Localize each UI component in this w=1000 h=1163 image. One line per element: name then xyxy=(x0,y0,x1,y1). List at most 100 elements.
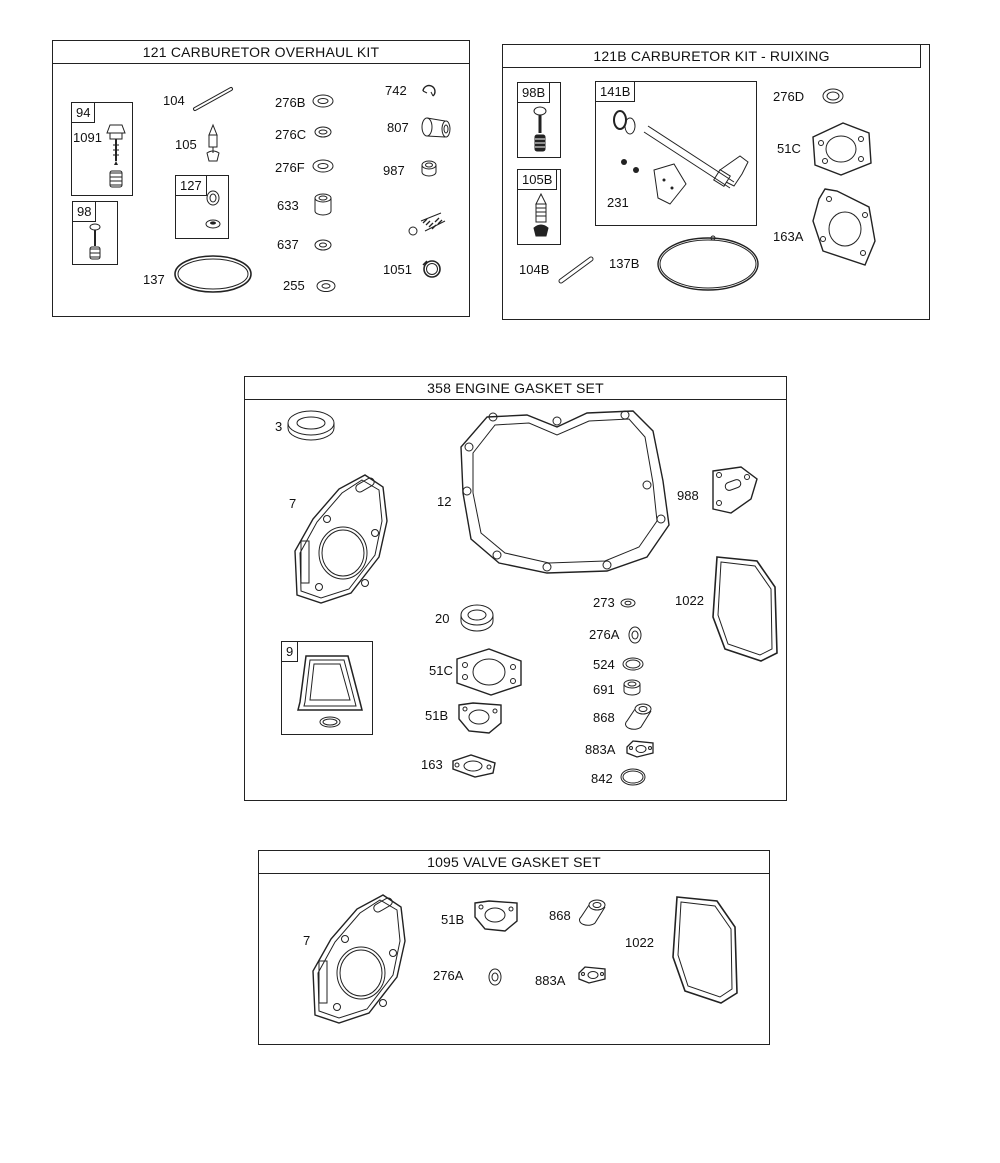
part-label-1022: 1022 xyxy=(625,935,654,950)
valve-cover-gasket-drawing xyxy=(709,553,781,665)
breather-gasket-988-drawing xyxy=(709,465,761,517)
carburetor-overhaul-kit-panel: 121 CARBURETOR OVERHAUL KIT 94 1091 98 1… xyxy=(52,40,470,317)
seat-and-washer-drawing xyxy=(200,184,226,236)
part-label-3: 3 xyxy=(275,419,283,434)
valve-cover-gasket-drawing xyxy=(669,893,741,1009)
bowl-gasket-drawing xyxy=(171,251,255,297)
sub-kit-141B: 141B xyxy=(595,81,757,226)
part-label-104: 104 xyxy=(163,93,185,108)
spring-and-ball-drawing xyxy=(405,209,447,237)
washer-276A-drawing xyxy=(627,625,643,645)
part-label-163A: 163A xyxy=(773,229,804,244)
part-label-51B: 51B xyxy=(425,708,449,723)
exhaust-gasket-163-drawing xyxy=(449,751,499,779)
part-label-7: 7 xyxy=(289,496,297,511)
sub-kit-127: 127 xyxy=(175,175,229,239)
part-label-104B: 104B xyxy=(519,262,550,277)
washer-276F-drawing xyxy=(311,158,335,174)
gasket-163A-drawing xyxy=(809,185,879,269)
clamp-1051-drawing xyxy=(420,257,444,281)
ring-524-drawing xyxy=(621,656,645,672)
cylinder-head-gasket-drawing xyxy=(291,471,391,607)
sub-kit-98B: 98B xyxy=(517,82,561,158)
float-needle-assembly-drawing xyxy=(102,121,130,191)
washer-637-drawing xyxy=(313,238,333,252)
seal-691-drawing xyxy=(621,677,643,699)
part-label-988: 988 xyxy=(677,488,699,503)
part-label-524: 524 xyxy=(593,657,615,672)
part-label-1091: 1091 xyxy=(73,130,102,145)
sub-kit-label: 127 xyxy=(176,176,207,196)
part-label-883A: 883A xyxy=(585,742,616,757)
panel-title: 121 CARBURETOR OVERHAUL KIT xyxy=(53,41,469,64)
intake-gasket-51B-drawing xyxy=(455,699,505,737)
part-label-883A: 883A xyxy=(535,973,566,988)
valve-seal-868-drawing xyxy=(623,701,655,733)
part-label-1022: 1022 xyxy=(675,593,704,608)
part-label-276F: 276F xyxy=(275,160,305,175)
part-label-868: 868 xyxy=(549,908,571,923)
part-label-842: 842 xyxy=(591,771,613,786)
sub-kit-label: 9 xyxy=(282,642,299,662)
float-needle-drawing xyxy=(530,192,552,242)
part-label-163: 163 xyxy=(421,757,443,772)
engine-gasket-set-panel: 358 ENGINE GASKET SET 3 7 12 988 1022 xyxy=(244,376,787,801)
panel-title: 1095 VALVE GASKET SET xyxy=(259,851,769,874)
part-label-20: 20 xyxy=(435,611,450,626)
washer-276B-drawing xyxy=(311,93,335,109)
gasket-883A-drawing xyxy=(575,963,609,985)
crankcase-gasket-drawing xyxy=(457,407,673,579)
part-label-137: 137 xyxy=(143,272,165,287)
part-label-255: 255 xyxy=(283,278,305,293)
hinge-pin-drawing xyxy=(191,85,235,113)
rocker-cover-gasket-drawing xyxy=(292,652,368,732)
mixture-screw-drawing xyxy=(528,105,552,155)
part-label-742: 742 xyxy=(385,83,407,98)
bushing-633-drawing xyxy=(313,193,333,217)
part-label-7: 7 xyxy=(303,933,311,948)
sub-kit-98: 98 xyxy=(72,201,118,265)
washer-273-drawing xyxy=(619,596,637,610)
part-label-137B: 137B xyxy=(609,256,640,271)
part-label-276D: 276D xyxy=(773,89,805,104)
washer-276A-drawing xyxy=(487,967,503,987)
throttle-shaft-assembly-drawing xyxy=(602,104,752,222)
sub-kit-label: 94 xyxy=(72,103,96,123)
sub-kit-label: 98B xyxy=(518,83,551,103)
part-label-12: 12 xyxy=(437,494,452,509)
sub-kit-label: 105B xyxy=(518,170,558,190)
part-label-633: 633 xyxy=(277,198,299,213)
washer-255-drawing xyxy=(315,278,337,294)
o-ring-842-drawing xyxy=(619,767,647,787)
part-label-105: 105 xyxy=(175,137,197,152)
cylinder-head-gasket-drawing xyxy=(309,891,409,1027)
valve-gasket-set-panel: 1095 VALVE GASKET SET 7 51B 276A 868 883… xyxy=(258,850,770,1045)
part-label-807: 807 xyxy=(387,120,409,135)
part-label-276C: 276C xyxy=(275,127,307,142)
part-label-51C: 51C xyxy=(777,141,801,156)
washer-276C-drawing xyxy=(313,125,333,139)
intake-gasket-51C-drawing xyxy=(451,645,525,699)
float-needle-drawing xyxy=(203,123,223,165)
sub-kit-105B: 105B xyxy=(517,169,561,245)
part-label-637: 637 xyxy=(277,237,299,252)
bowl-gasket-drawing xyxy=(653,233,763,295)
oil-seal-3-drawing xyxy=(285,407,337,443)
part-label-51B: 51B xyxy=(441,912,465,927)
part-label-987: 987 xyxy=(383,163,405,178)
fitting-807-drawing xyxy=(419,115,453,143)
part-label-276A: 276A xyxy=(433,968,464,983)
part-label-868: 868 xyxy=(593,710,615,725)
part-label-276B: 276B xyxy=(275,95,306,110)
panel-title: 358 ENGINE GASKET SET xyxy=(245,377,786,400)
part-label-51C: 51C xyxy=(429,663,453,678)
mixture-screw-drawing xyxy=(83,222,107,262)
part-label-276A: 276A xyxy=(589,627,620,642)
sub-kit-label: 141B xyxy=(596,82,636,102)
part-label-1051: 1051 xyxy=(383,262,412,277)
gasket-51C-drawing xyxy=(807,119,875,179)
panel-title: 121B CARBURETOR KIT - RUIXING xyxy=(503,45,921,68)
washer-276D-drawing xyxy=(821,86,845,106)
part-label-231: 231 xyxy=(607,195,629,210)
sub-kit-label: 98 xyxy=(73,202,97,222)
